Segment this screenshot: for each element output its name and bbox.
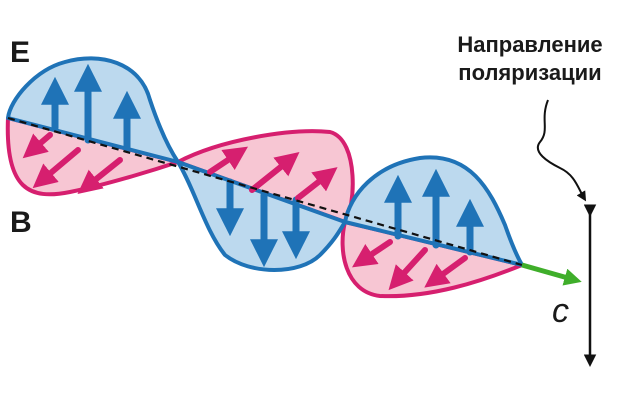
b-field-vectors xyxy=(22,132,468,291)
b-vector xyxy=(352,239,393,268)
b-vector xyxy=(32,147,81,189)
b-vector xyxy=(249,152,300,193)
pointer-squiggle xyxy=(537,99,587,202)
propagation-axis xyxy=(7,116,523,267)
speed-label: c xyxy=(552,292,569,330)
b-vector xyxy=(22,132,53,159)
e-field-label: E xyxy=(10,36,30,69)
polarization-label-line1: Направление xyxy=(457,32,602,57)
polarization-label-line2: поляризации xyxy=(458,60,601,85)
e-field-vectors xyxy=(41,63,484,268)
b-field-label: B xyxy=(10,206,32,239)
arrow-right-icon xyxy=(521,262,582,286)
b-vector xyxy=(388,247,428,291)
b-vector xyxy=(295,167,338,201)
b-vector xyxy=(424,255,468,288)
b-vector xyxy=(77,157,123,194)
b-vector xyxy=(207,146,248,175)
